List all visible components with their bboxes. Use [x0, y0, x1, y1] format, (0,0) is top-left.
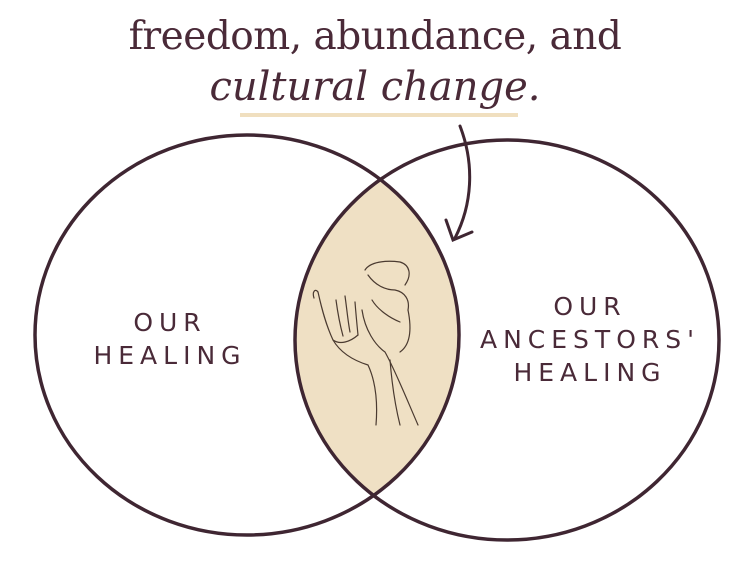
label-line: HEALING [93, 341, 247, 370]
label-line: OUR [553, 292, 627, 321]
left-circle [33, 133, 461, 537]
right-circle [293, 138, 721, 542]
hands-sketch-icon [312, 260, 419, 426]
title-underline [240, 113, 518, 117]
left-circle-label: OUR HEALING [70, 306, 270, 372]
label-line: ANCESTORS' [480, 325, 700, 354]
overlap-region [295, 140, 459, 535]
label-line: HEALING [513, 358, 667, 387]
right-circle-label: OUR ANCESTORS' HEALING [470, 290, 710, 389]
title-line-2: cultural change. [209, 64, 541, 110]
label-line: OUR [133, 308, 207, 337]
title-line-1: freedom, abundance, and [128, 14, 622, 59]
arrow-icon [444, 124, 474, 243]
